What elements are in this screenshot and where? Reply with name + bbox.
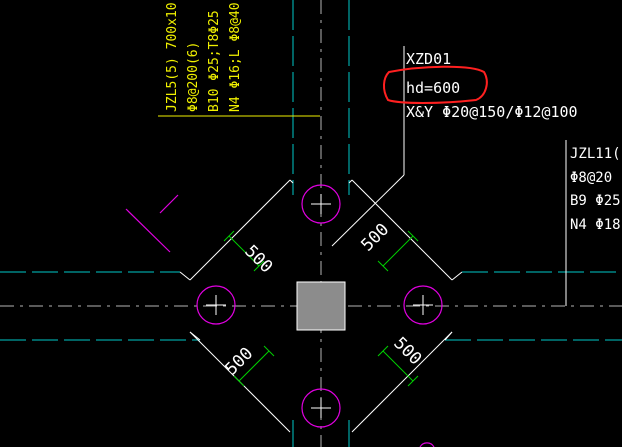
piles (196, 184, 443, 428)
cap-outline (179, 179, 463, 433)
dimension-lines (223, 230, 419, 387)
dim-text-top-right: 500 (357, 220, 393, 256)
beam-right-line-3: B9 Φ25; (570, 193, 622, 209)
beam-right-label[interactable]: JZL11(10 Φ8@20 B9 Φ25; N4 Φ18; (570, 146, 622, 233)
cap-label[interactable]: XZD01 hd=600 X&Y Φ20@150/Φ12@100 (406, 50, 578, 121)
dim-text-bottom-left: 500 (221, 344, 257, 380)
pile-partial-bottom (419, 442, 435, 447)
pile-bottom[interactable] (301, 388, 341, 428)
leader-line (331, 46, 405, 247)
dim-text-top-left: 500 (240, 241, 276, 277)
cap-height-text: hd=600 (406, 79, 460, 97)
pile-left[interactable] (196, 285, 236, 325)
cap-rebar-text: X&Y Φ20@150/Φ12@100 (406, 103, 578, 121)
beam-left-line-4: N4 Φ16;L Φ8@40 (228, 2, 243, 112)
beam-left-line-3: B10 Φ25;T8Φ25 (207, 10, 222, 112)
beam-right-line-1: JZL11(10 (570, 146, 622, 162)
beam-left-line-1: JZL5(5) 700x10 (165, 2, 180, 112)
beam-right-line-2: Φ8@20 (570, 170, 612, 186)
beam-left-line-2: Φ8@200(6) (186, 42, 201, 112)
highlight-ellipse (383, 65, 488, 104)
pile-top[interactable] (301, 184, 341, 224)
column-rect[interactable] (296, 281, 346, 331)
pile-right[interactable] (403, 285, 443, 325)
section-mark (125, 194, 179, 253)
beam-right-line-4: N4 Φ18; (570, 217, 622, 233)
beam-left-label[interactable]: JZL5(5) 700x10 Φ8@200(6) B10 Φ25;T8Φ25 N… (165, 2, 243, 112)
cap-name-text: XZD01 (406, 50, 451, 68)
pile-crosses (206, 194, 433, 418)
